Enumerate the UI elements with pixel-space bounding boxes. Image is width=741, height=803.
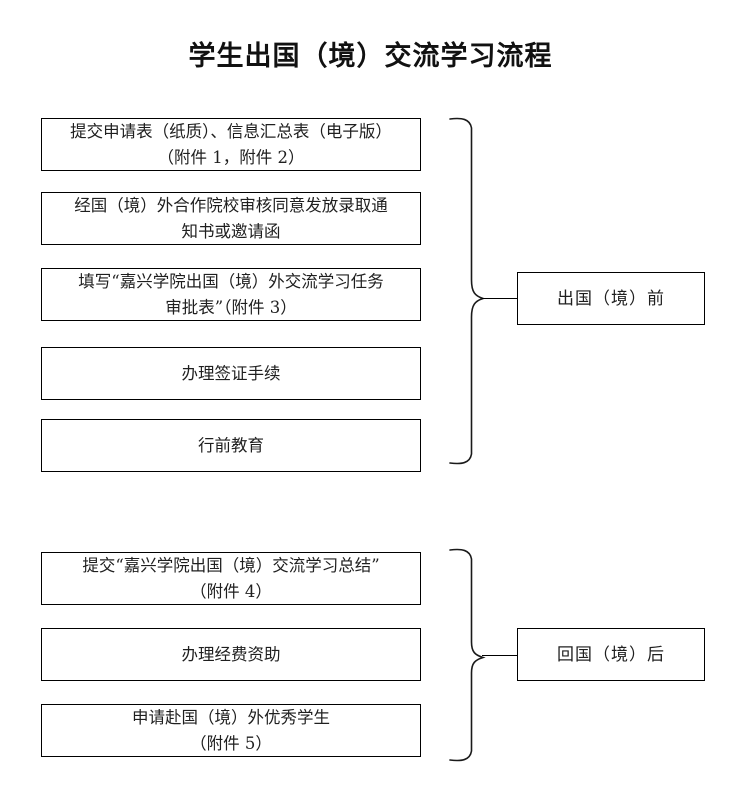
page-title: 学生出国（境）交流学习流程 (188, 41, 553, 72)
step-box-3-text: 填写“嘉兴学院出国（境）外交流学习任务 审批表”（附件 3） (48, 269, 414, 321)
brace-connector-post-return (482, 655, 518, 656)
step-box-8-line1: 申请赴国（境）外优秀学生 (132, 707, 330, 727)
step-box-1-line2: （附件 1，附件 2） (157, 147, 305, 167)
step-box-1-line1: 提交申请表（纸质）、信息汇总表（电子版） (70, 121, 392, 141)
step-box-1-text: 提交申请表（纸质）、信息汇总表（电子版） （附件 1，附件 2） (48, 119, 414, 171)
group-brace-pre-departure (448, 112, 504, 470)
step-box-6-line2: （附件 4） (190, 581, 272, 601)
step-box-5[interactable]: 行前教育 (41, 419, 421, 472)
group-label-post-return[interactable]: 回国（境）后 (517, 628, 705, 681)
step-box-8-line2: （附件 5） (190, 733, 272, 753)
step-box-8-text: 申请赴国（境）外优秀学生 （附件 5） (48, 705, 414, 757)
step-box-3[interactable]: 填写“嘉兴学院出国（境）外交流学习任务 审批表”（附件 3） (41, 268, 421, 321)
group-label-post-return-text: 回国（境）后 (557, 644, 665, 665)
step-box-7[interactable]: 办理经费资助 (41, 628, 421, 681)
step-box-3-line1: 填写“嘉兴学院出国（境）外交流学习任务 (78, 271, 384, 291)
group-label-pre-departure[interactable]: 出国（境）前 (517, 272, 705, 325)
step-box-6-line1: 提交“嘉兴学院出国（境）交流学习总结” (82, 555, 380, 575)
step-box-2[interactable]: 经国（境）外合作院校审核同意发放录取通 知书或邀请函 (41, 192, 421, 245)
step-box-4-text: 办理签证手续 (48, 361, 414, 387)
step-box-1[interactable]: 提交申请表（纸质）、信息汇总表（电子版） （附件 1，附件 2） (41, 118, 421, 171)
step-box-3-line2: 审批表”（附件 3） (165, 297, 297, 317)
group-label-pre-departure-text: 出国（境）前 (557, 288, 665, 309)
step-box-7-text: 办理经费资助 (48, 642, 414, 668)
step-box-7-line1: 办理经费资助 (181, 644, 281, 664)
step-box-4-line1: 办理签证手续 (181, 363, 281, 383)
step-box-5-text: 行前教育 (48, 433, 414, 459)
step-box-6-text: 提交“嘉兴学院出国（境）交流学习总结” （附件 4） (48, 553, 414, 605)
step-box-8[interactable]: 申请赴国（境）外优秀学生 （附件 5） (41, 704, 421, 757)
step-box-6[interactable]: 提交“嘉兴学院出国（境）交流学习总结” （附件 4） (41, 552, 421, 605)
brace-connector-pre-departure (482, 298, 518, 299)
step-box-5-line1: 行前教育 (198, 435, 264, 455)
step-box-4[interactable]: 办理签证手续 (41, 347, 421, 400)
step-box-2-text: 经国（境）外合作院校审核同意发放录取通 知书或邀请函 (48, 193, 414, 245)
step-box-2-line2: 知书或邀请函 (181, 221, 281, 241)
step-box-2-line1: 经国（境）外合作院校审核同意发放录取通 (74, 195, 388, 215)
